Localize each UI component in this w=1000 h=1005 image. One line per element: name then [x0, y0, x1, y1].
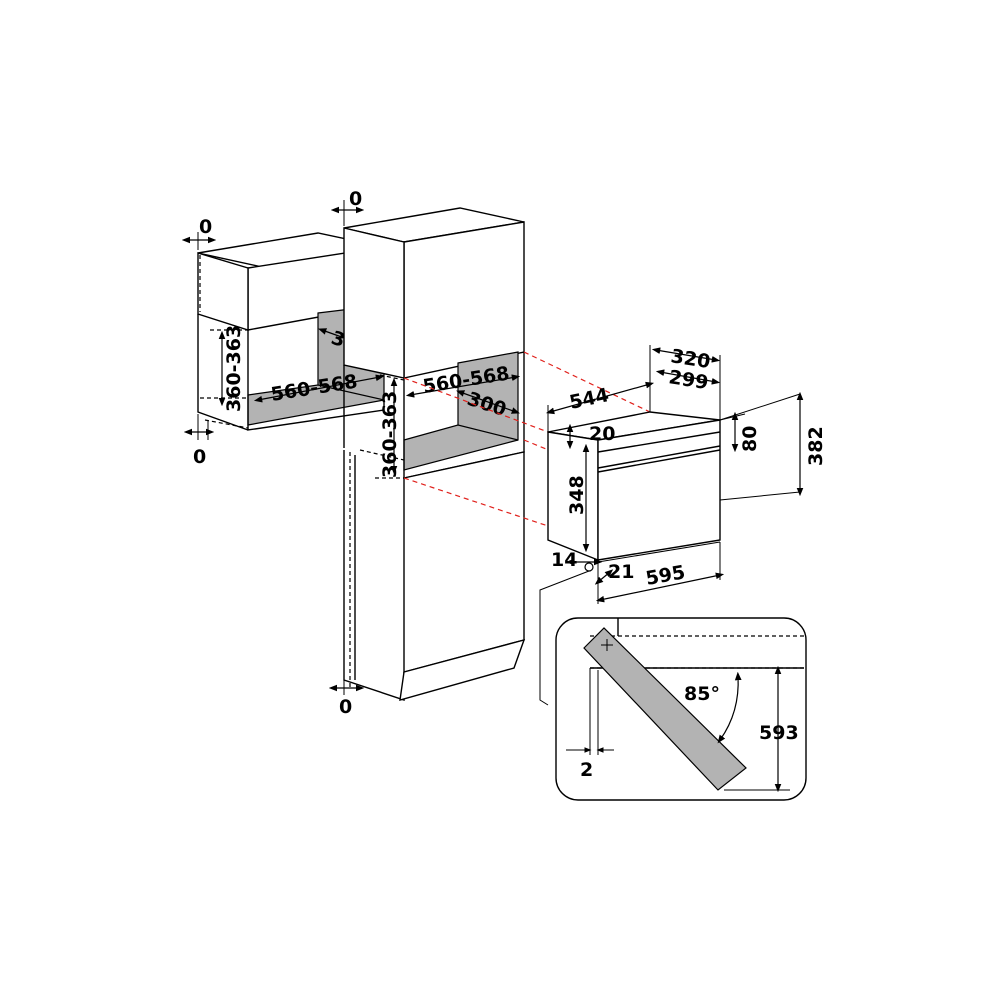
oven-bottom-front-label: 21	[608, 561, 634, 583]
oven-width-front-label: 595	[644, 561, 687, 590]
oven-depth-body-arrow	[655, 369, 721, 385]
oven-width-body-label: 544	[567, 384, 610, 414]
oven-height-body-label: 348	[566, 475, 588, 515]
detail-door-panel	[583, 627, 747, 791]
tall-gap-top-label: 0	[349, 188, 362, 210]
wall-cabinet-side-upper	[197, 252, 249, 331]
tall-cabinet-side-upper	[343, 227, 405, 379]
oven-panel-line	[597, 431, 721, 453]
oven-bottom-left-label: 14	[551, 549, 577, 571]
detail-angle-label: 85°	[684, 683, 720, 705]
wall-hidden-line	[204, 419, 249, 429]
detail-leader	[539, 570, 590, 706]
oven-ext-line	[719, 393, 801, 421]
door-detail: 85° 593 2	[539, 570, 807, 801]
wall-cabinet-side-lower	[197, 314, 249, 431]
oven-bottom-edge	[597, 541, 721, 563]
oven-width-front-arrow	[595, 572, 725, 603]
detail-height-label: 593	[759, 722, 799, 744]
tall-width-arrow	[405, 374, 521, 398]
oven-depth-total-arrow	[651, 347, 721, 363]
tall-depth-arrow	[456, 390, 520, 414]
tall-cabinet-front-lower	[403, 451, 525, 673]
wall-width-arrow	[253, 374, 385, 403]
wall-height-label: 360-363	[223, 325, 245, 412]
oven-top-panel-label: 80	[739, 426, 761, 452]
tall-height-label: 360-363	[379, 391, 401, 478]
oven-appliance: 320 299 544 20 80 382 348 14 21 595	[545, 345, 827, 604]
detail-gap-label: 2	[580, 759, 593, 781]
tall-cabinet: 0 0 360-363 560-568 300	[328, 188, 526, 718]
guide-line	[403, 477, 561, 531]
wall-niche-frame	[247, 330, 385, 431]
detail-angle-arc	[717, 671, 742, 744]
oven-height-total-label: 382	[805, 426, 827, 466]
oven-top-offset-label: 20	[589, 423, 615, 445]
tall-cabinet-plinth	[399, 638, 526, 701]
guide-line	[403, 377, 549, 433]
oven-front-face	[597, 419, 721, 561]
oven-width-body-arrow	[545, 381, 655, 415]
oven-detail-marker-icon	[584, 562, 594, 572]
oven-ext-line	[719, 491, 801, 501]
wall-gap-bottom-label: 0	[193, 446, 206, 468]
wall-gap-top-label: 0	[199, 216, 212, 238]
oven-door-top	[597, 449, 721, 473]
tall-cabinet-side-lower	[343, 450, 405, 701]
oven-panel-line	[597, 445, 721, 469]
tall-gap-bottom-label: 0	[339, 696, 352, 718]
wall-cabinet: 0 0 360-363 560-568 300	[181, 216, 385, 468]
